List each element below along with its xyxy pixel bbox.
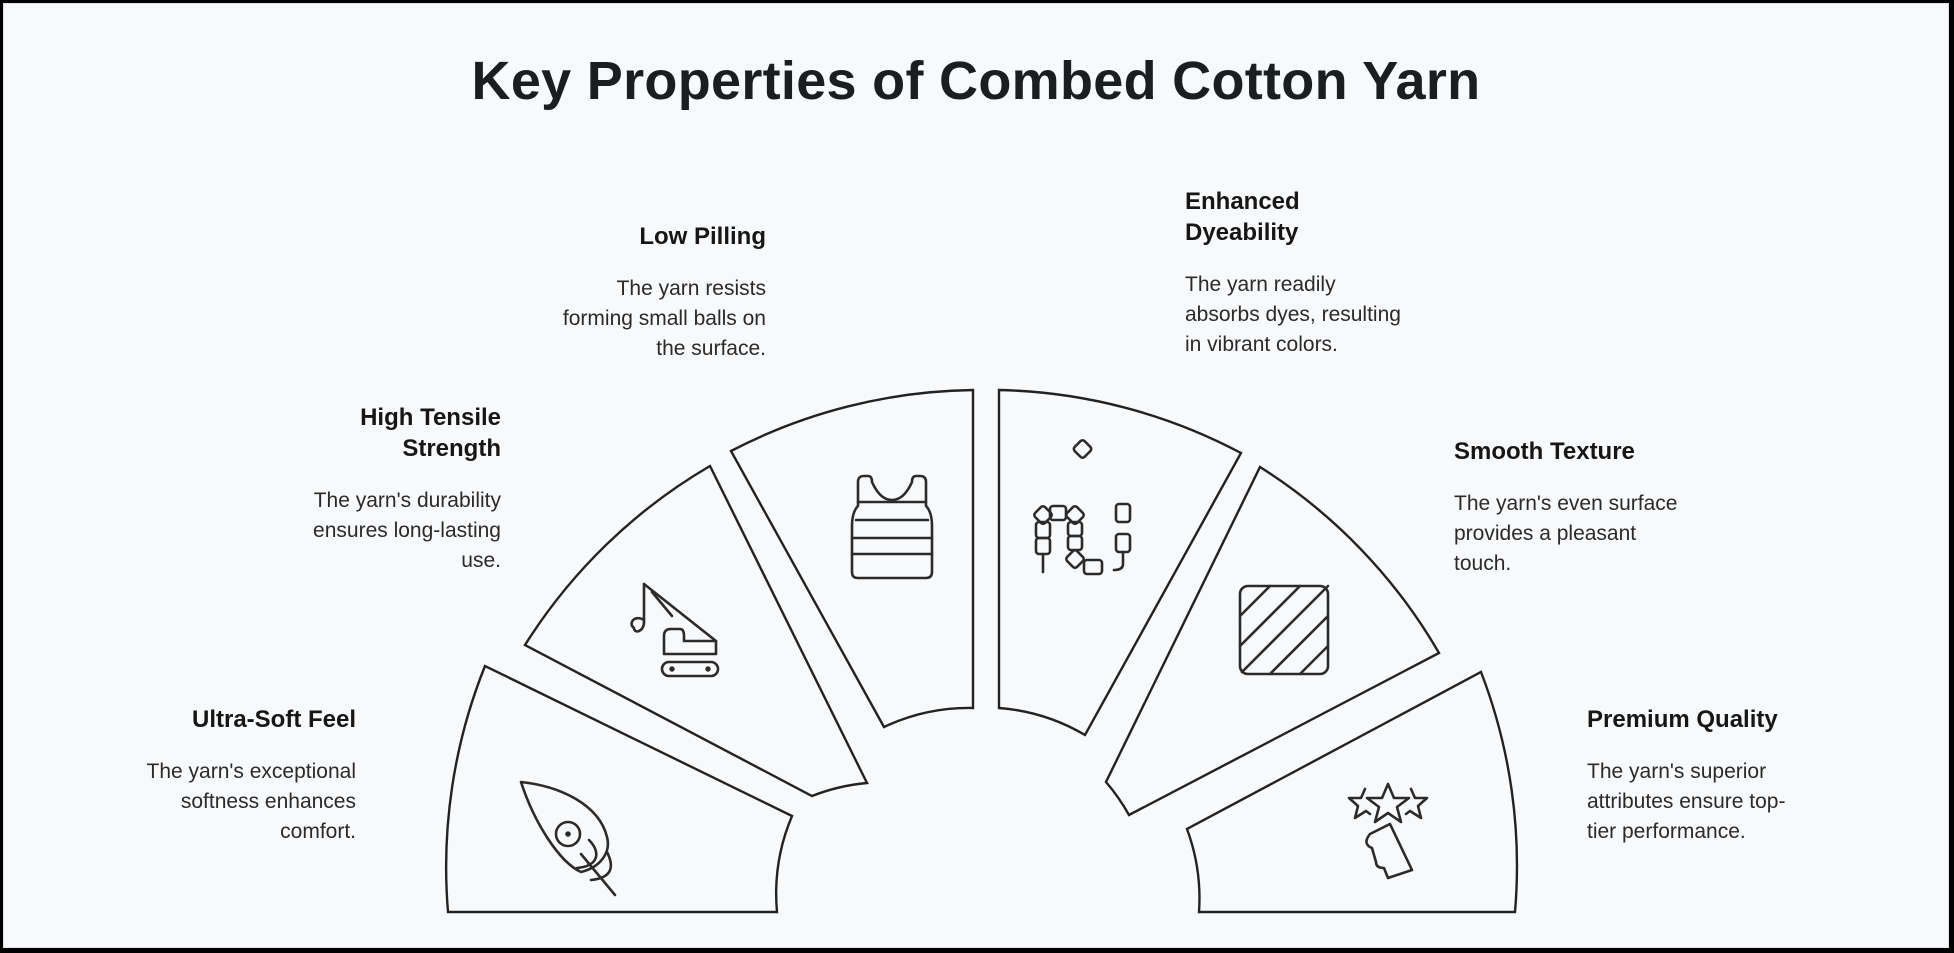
property-heading: Premium Quality <box>1587 706 1778 733</box>
property-label-low-pilling: Low Pilling The yarn resists forming sma… <box>446 221 766 364</box>
property-heading: Enhanced Dyeability <box>1185 188 1300 246</box>
property-label-smooth-texture: Smooth Texture The yarn's even surface p… <box>1454 436 1774 579</box>
segment-ultra-soft-feel <box>444 664 794 914</box>
segment-enhanced-dyeability <box>997 388 1243 737</box>
property-heading: Low Pilling <box>639 223 766 250</box>
segment-high-tensile-strength <box>523 464 869 798</box>
property-heading: Ultra-Soft Feel <box>191 706 356 733</box>
page-title: Key Properties of Combed Cotton Yarn <box>471 51 1481 111</box>
property-heading: High Tensile Strength <box>360 404 501 462</box>
semicircle-fan <box>444 388 1519 914</box>
property-label-enhanced-dyeability: Enhanced Dyeability The yarn readily abs… <box>1185 186 1505 360</box>
property-heading: Smooth Texture <box>1454 438 1635 465</box>
crane-icon <box>630 582 720 678</box>
hatched-square-icon <box>1238 584 1330 676</box>
stars-rating-icon <box>1347 782 1429 880</box>
property-description: The yarn's exceptional softness enhances… <box>146 760 356 843</box>
beads-chain-icon <box>1033 439 1132 576</box>
property-description: The yarn resists forming small balls on … <box>562 277 766 360</box>
segment-premium-quality <box>1185 670 1519 914</box>
feather-icon <box>519 780 617 897</box>
property-description: The yarn's even surface provides a pleas… <box>1454 492 1678 575</box>
property-label-ultra-soft-feel: Ultra-Soft Feel The yarn's exceptional s… <box>56 704 356 847</box>
property-label-premium-quality: Premium Quality The yarn's superior attr… <box>1587 704 1907 847</box>
diagram-canvas: Key Properties of Combed Cotton Yarn Ult… <box>3 3 1949 948</box>
property-description: The yarn readily absorbs dyes, resulting… <box>1185 273 1401 356</box>
property-description: The yarn's durability ensures long-lasti… <box>313 489 501 572</box>
property-description: The yarn's superior attributes ensure to… <box>1587 760 1786 843</box>
property-label-high-tensile-strength: High Tensile Strength The yarn's durabil… <box>201 402 501 576</box>
tank-top-icon <box>850 474 934 580</box>
